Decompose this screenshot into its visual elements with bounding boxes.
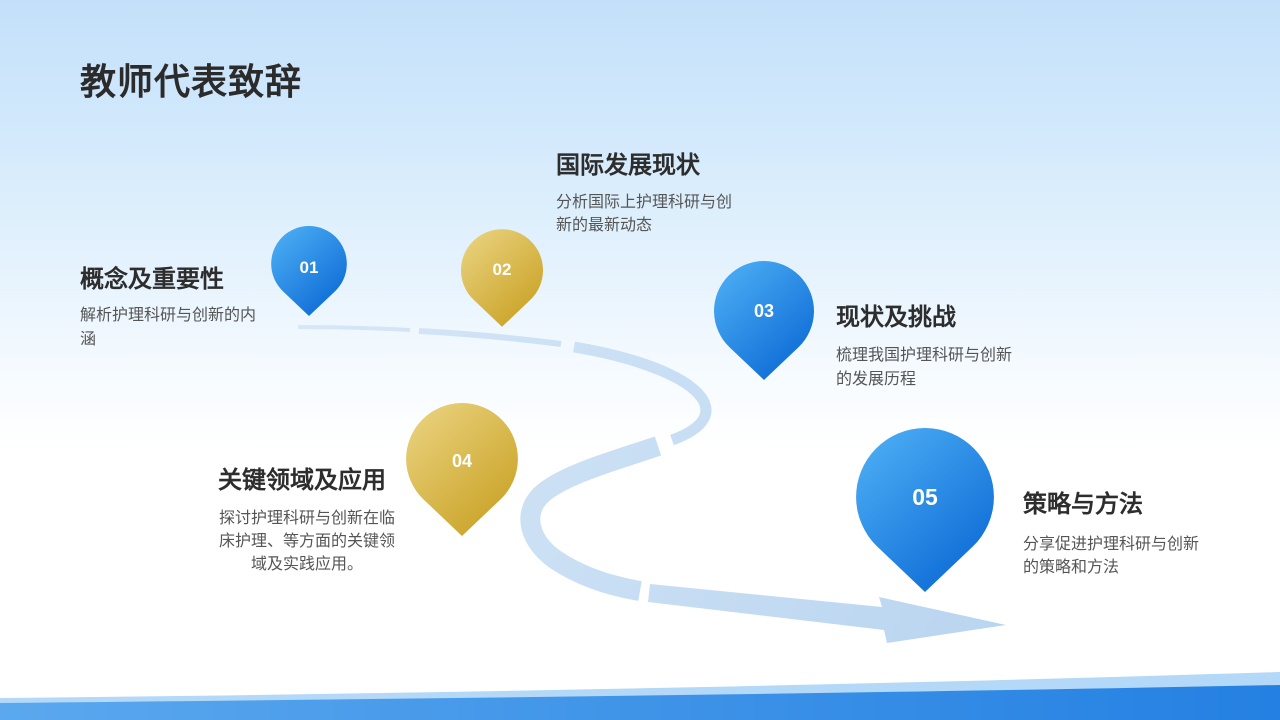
road-segment	[530, 446, 658, 591]
map-pin-marker-04: 04	[406, 403, 518, 536]
map-pin-marker-03: 03	[714, 261, 814, 380]
road-segment	[574, 347, 706, 440]
step-description-line: 的发展历程	[836, 368, 1012, 392]
road-segment	[298, 327, 410, 330]
pin-number: 01	[271, 230, 347, 306]
step-description-line: 域及实践应用。	[218, 553, 396, 576]
step-description-02: 分析国际上护理科研与创 新的最新动态	[556, 191, 732, 237]
step-description-line: 新的最新动态	[556, 214, 732, 237]
step-description-line: 床护理、等方面的关键领	[218, 530, 396, 553]
step-description-05: 分享促进护理科研与创新 的策略和方法	[1023, 533, 1199, 579]
step-description-03: 梳理我国护理科研与创新 的发展历程	[836, 344, 1012, 392]
map-pin-marker-01: 01	[271, 226, 347, 316]
step-description-04: 探讨护理科研与创新在临 床护理、等方面的关键领 域及实践应用。	[218, 507, 396, 576]
step-heading-02: 国际发展现状	[556, 151, 700, 181]
step-description-line: 分析国际上护理科研与创	[556, 191, 732, 214]
step-heading-01: 概念及重要性	[80, 265, 224, 295]
step-description-line: 探讨护理科研与创新在临	[218, 507, 396, 530]
pin-number: 03	[714, 261, 814, 361]
step-description-line: 涵	[80, 328, 256, 352]
road-arrow	[648, 584, 1006, 643]
step-description-line: 梳理我国护理科研与创新	[836, 344, 1012, 368]
step-description-line: 的策略和方法	[1023, 556, 1199, 579]
step-heading-04: 关键领域及应用	[218, 466, 386, 496]
step-heading-05: 策略与方法	[1023, 490, 1143, 520]
step-description-01: 解析护理科研与创新的内 涵	[80, 304, 256, 352]
step-heading-03: 现状及挑战	[836, 303, 956, 333]
pin-number: 02	[461, 229, 543, 311]
map-pin-marker-02: 02	[461, 229, 543, 327]
step-description-line: 分享促进护理科研与创新	[1023, 533, 1199, 556]
pin-number: 05	[856, 428, 994, 566]
road-segment	[419, 331, 561, 344]
map-pin-marker-05: 05	[856, 428, 994, 592]
pin-number: 04	[406, 405, 518, 517]
bottom-wave	[0, 660, 1280, 720]
step-description-line: 解析护理科研与创新的内	[80, 304, 256, 328]
